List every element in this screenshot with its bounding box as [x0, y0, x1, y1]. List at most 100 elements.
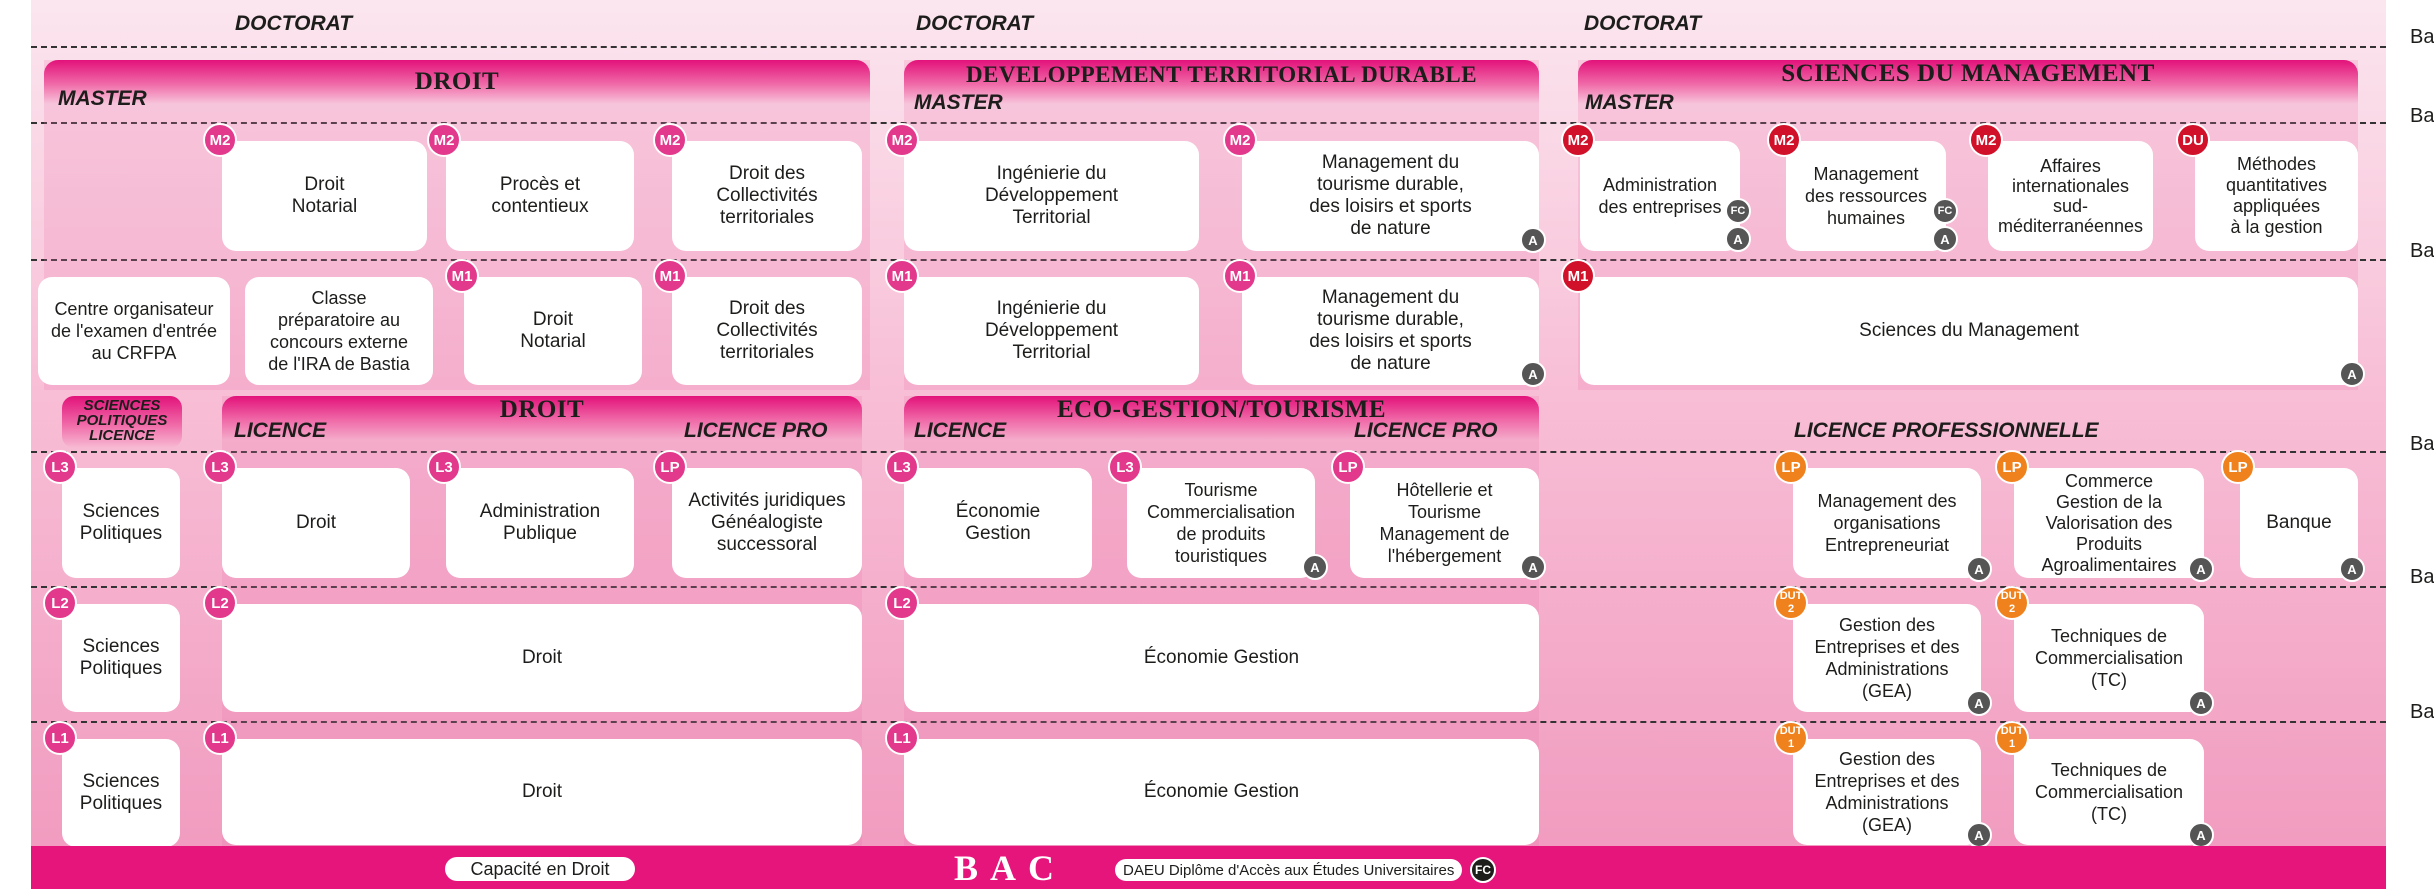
level-badge: LP [1995, 450, 2029, 484]
card-text: Droit Notarial [291, 174, 358, 217]
master-mgmt-title: SCIENCES DU MANAGEMENT [1781, 60, 2155, 87]
card-m1-droit-notarial: Droit Notarial [464, 277, 642, 385]
level-badge: M2 [653, 123, 687, 157]
card-text: Méthodes quantitatives appliquées à la g… [2225, 154, 2328, 237]
card-text: Activités juridiques Généalogiste succes… [688, 490, 846, 555]
sciencespo-header: SCIENCES POLITIQUES LICENCE [62, 396, 182, 448]
licence-eco-title: ECO-GESTION/TOURISME [1056, 396, 1387, 423]
card-lp-management-organisations: Management des organisations Entrepreneu… [1793, 468, 1981, 578]
card-m2-tourisme: Management du tourisme durable, des lois… [1242, 141, 1539, 251]
level-badge: L2 [885, 586, 919, 620]
master-dev-label: MASTER [914, 91, 1003, 114]
daeu-label: DAEU Diplôme d'Accès aux Études Universi… [1123, 861, 1455, 879]
card-text: Banque [2266, 512, 2332, 533]
card-text: Économie Gestion [955, 501, 1041, 544]
card-text: Affaires internationales sud- méditerran… [1997, 156, 2144, 236]
alternance-icon: A [1520, 554, 1546, 580]
formation-continue-icon: FC [1470, 857, 1496, 883]
level-badge: LP [1774, 450, 1808, 484]
doctorat-label-eco: DOCTORAT [916, 12, 1034, 35]
card-text: Management des ressources humaines [1804, 164, 1928, 228]
card-lp-commerce-agro: Commerce Gestion de la Valorisation des … [2014, 468, 2204, 578]
card-text: Économie Gestion [1143, 781, 1300, 802]
card-l3-sciences-po: Sciences Politiques [62, 468, 180, 578]
card-text: Management du tourisme durable, des lois… [1309, 287, 1472, 374]
card-m1-sciences-management: Sciences du Management [1580, 277, 2358, 385]
alternance-icon: A [1302, 554, 1328, 580]
card-dut1-tc: Techniques de Commercialisation (TC) [2014, 739, 2204, 845]
card-text: Management des organisations Entrepreneu… [1817, 491, 1957, 555]
card-text: Classe préparatoire au concours externe … [268, 288, 410, 374]
formation-continue-icon: FC [1725, 198, 1751, 224]
badge-text: 1 [2008, 738, 2016, 750]
master-droit-label: MASTER [58, 87, 147, 110]
level-badge: LP [653, 450, 687, 484]
card-m1-collectivites: Droit des Collectivités territoriales [672, 277, 862, 385]
separator [31, 721, 2386, 723]
card-m2-rh: Management des ressources humaines [1786, 141, 1946, 251]
sciencespo-title: SCIENCES POLITIQUES LICENCE [76, 397, 168, 444]
licence-pro-droit-label: LICENCE PRO [684, 419, 828, 442]
card-text: Droit des Collectivités territoriales [716, 163, 818, 228]
card-l1-sciences-po: Sciences Politiques [62, 739, 180, 847]
card-text: Droit [521, 781, 563, 802]
level-badge: LP [1331, 450, 1365, 484]
row-label: Ba [2410, 105, 2434, 127]
level-badge: L3 [1108, 450, 1142, 484]
level-badge: L2 [203, 586, 237, 620]
badge-text: DUT [2000, 590, 2024, 602]
level-badge: L3 [885, 450, 919, 484]
card-text: Droit Notarial [520, 309, 586, 352]
formation-continue-icon: FC [1932, 198, 1958, 224]
level-badge: M2 [203, 123, 237, 157]
licence-droit-title: DROIT [499, 396, 585, 423]
master-mgmt-label: MASTER [1585, 91, 1674, 114]
level-badge: M2 [1561, 123, 1595, 157]
card-text: Procès et contentieux [491, 174, 589, 217]
level-badge: M2 [885, 123, 919, 157]
level-badge: L1 [43, 721, 77, 755]
level-badge: L3 [427, 450, 461, 484]
licence-droit-header: DROIT [222, 396, 862, 440]
alternance-icon: A [1725, 226, 1751, 252]
alternance-icon: A [2188, 822, 2214, 848]
card-text: Administration des entreprises [1598, 175, 1722, 217]
card-lp-banque: Banque [2240, 468, 2358, 578]
card-dut1-gea: Gestion des Entreprises et des Administr… [1793, 739, 1981, 845]
capacite-droit-pill: Capacité en Droit [445, 857, 635, 881]
level-badge: L1 [203, 721, 237, 755]
card-text: Gestion des Entreprises et des Administr… [1814, 615, 1960, 701]
card-text: Économie Gestion [1143, 647, 1300, 668]
card-text: Hôtellerie et Tourisme Management de l'h… [1379, 480, 1510, 566]
row-label: Ba [2410, 240, 2434, 262]
card-l1-droit: Droit [222, 739, 862, 845]
separator [31, 586, 2386, 588]
card-lp-activites-juridiques: Activités juridiques Généalogiste succes… [672, 468, 862, 578]
alternance-icon: A [1966, 556, 1992, 582]
card-dut2-tc: Techniques de Commercialisation (TC) [2014, 604, 2204, 712]
card-dut2-gea: Gestion des Entreprises et des Administr… [1793, 604, 1981, 712]
alternance-icon: A [1520, 361, 1546, 387]
daeu-pill: DAEU Diplôme d'Accès aux Études Universi… [1115, 859, 1463, 881]
badge-text: 2 [2008, 603, 2016, 615]
licence-droit-label: LICENCE [234, 419, 327, 442]
level-badge: M1 [1223, 259, 1257, 293]
card-crfpa: Centre organisateur de l'examen d'entrée… [38, 277, 230, 385]
alternance-icon: A [2188, 556, 2214, 582]
card-text: Ingénierie du Développement Territorial [984, 298, 1119, 363]
card-l2-droit: Droit [222, 604, 862, 712]
level-badge: M1 [885, 259, 919, 293]
master-droit-title: DROIT [414, 68, 500, 95]
alternance-icon: A [2339, 556, 2365, 582]
row-label: Ba [2410, 566, 2434, 588]
level-badge: M2 [427, 123, 461, 157]
alternance-icon: A [1520, 227, 1546, 253]
master-droit-header: DROIT [44, 60, 870, 104]
card-m2-proces: Procès et contentieux [446, 141, 634, 251]
badge-text: DUT [2000, 725, 2024, 737]
card-text: Sciences Politiques [79, 501, 163, 544]
card-m1-ingenierie: Ingénierie du Développement Territorial [904, 277, 1199, 385]
card-text: Management du tourisme durable, des lois… [1309, 152, 1472, 239]
